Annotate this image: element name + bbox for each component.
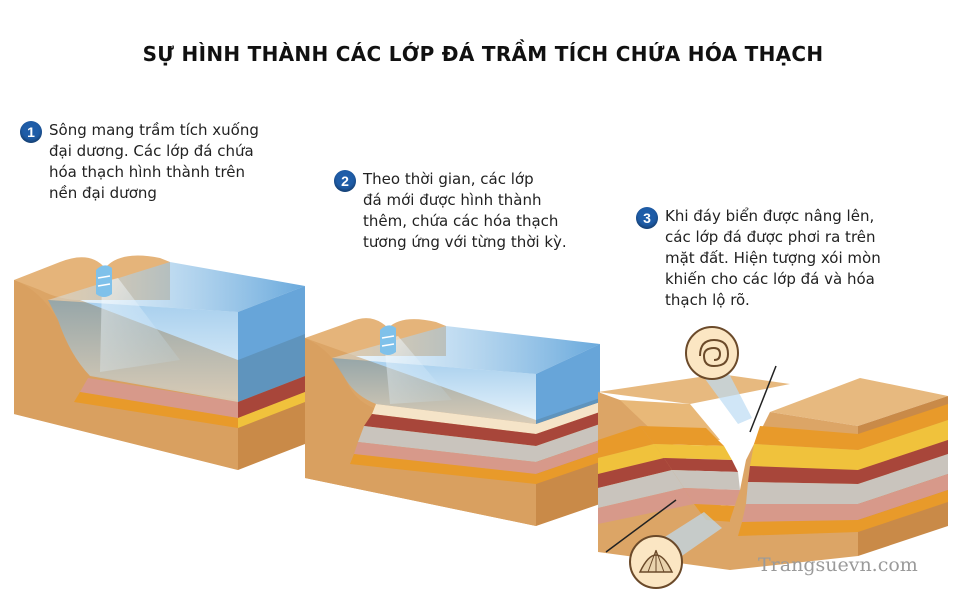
step-2-line: Theo thời gian, các lớp bbox=[363, 170, 534, 188]
shell-fossil-callout bbox=[605, 499, 722, 589]
page-title: SỰ HÌNH THÀNH CÁC LỚP ĐÁ TRẦM TÍCH CHỨA … bbox=[142, 42, 824, 66]
step-3-text: Khi đáy biển được nâng lên, các lớp đá đ… bbox=[665, 206, 881, 311]
block-3-layer-yellow bbox=[750, 444, 858, 470]
block-3-layer-red bbox=[748, 466, 858, 484]
block-2-layer-pink bbox=[354, 442, 536, 474]
step-1-caption: 1 Sông mang trầm tích xuống đại dương. C… bbox=[20, 120, 259, 204]
step-3-line: các lớp đá được phơi ra trên bbox=[665, 228, 876, 246]
step-1-badge: 1 bbox=[20, 121, 42, 143]
snail-fossil-icon bbox=[685, 326, 739, 380]
block-2-layer-red bbox=[364, 414, 536, 446]
block-1-layer-pink bbox=[80, 378, 238, 418]
step-2-line: tương ứng với từng thời kỳ. bbox=[363, 233, 567, 251]
block-1-layer-red-side bbox=[238, 376, 305, 418]
river-waterfall-icon bbox=[96, 265, 112, 297]
block-3-layer-pink bbox=[742, 504, 858, 522]
block-2-layer-orange bbox=[350, 454, 536, 484]
block-3-layer-gray bbox=[746, 482, 858, 504]
river-waterfall-icon bbox=[380, 325, 396, 355]
step-2-text: Theo thời gian, các lớp đá mới được hình… bbox=[363, 169, 567, 253]
step-3-badge: 3 bbox=[636, 207, 658, 229]
step-1-line: hóa thạch hình thành trên bbox=[49, 163, 246, 181]
snail-fossil-callout bbox=[685, 326, 777, 433]
step-3-line: Khi đáy biển được nâng lên, bbox=[665, 207, 875, 225]
step-1-line: đại dương. Các lớp đá chứa bbox=[49, 142, 254, 160]
block-1-layer-orange bbox=[74, 392, 238, 428]
block-3-uplifted-strata bbox=[598, 374, 948, 570]
step-1-line: nền đại dương bbox=[49, 184, 157, 202]
block-2-layer-gray bbox=[358, 426, 536, 462]
step-2-line: thêm, chứa các hóa thạch bbox=[363, 212, 559, 230]
step-3-line: thạch lộ rõ. bbox=[665, 291, 750, 309]
step-3-line: khiến cho các lớp đá và hóa bbox=[665, 270, 875, 288]
step-2-caption: 2 Theo thời gian, các lớp đá mới được hì… bbox=[334, 169, 567, 253]
step-3-line: mặt đất. Hiện tượng xói mòn bbox=[665, 249, 881, 267]
step-1-text: Sông mang trầm tích xuống đại dương. Các… bbox=[49, 120, 259, 204]
block-2-seafloor bbox=[305, 318, 600, 526]
block-1-seafloor bbox=[14, 255, 305, 470]
block-3-layer-orange bbox=[754, 426, 858, 450]
step-1-line: Sông mang trầm tích xuống bbox=[49, 121, 259, 139]
step-2-line: đá mới được hình thành bbox=[363, 191, 542, 209]
step-3-caption: 3 Khi đáy biển được nâng lên, các lớp đá… bbox=[636, 206, 881, 311]
watermark: Trangsuevn.com bbox=[758, 554, 918, 576]
step-2-badge: 2 bbox=[334, 170, 356, 192]
block-1-layer-yellow-side bbox=[238, 392, 305, 428]
